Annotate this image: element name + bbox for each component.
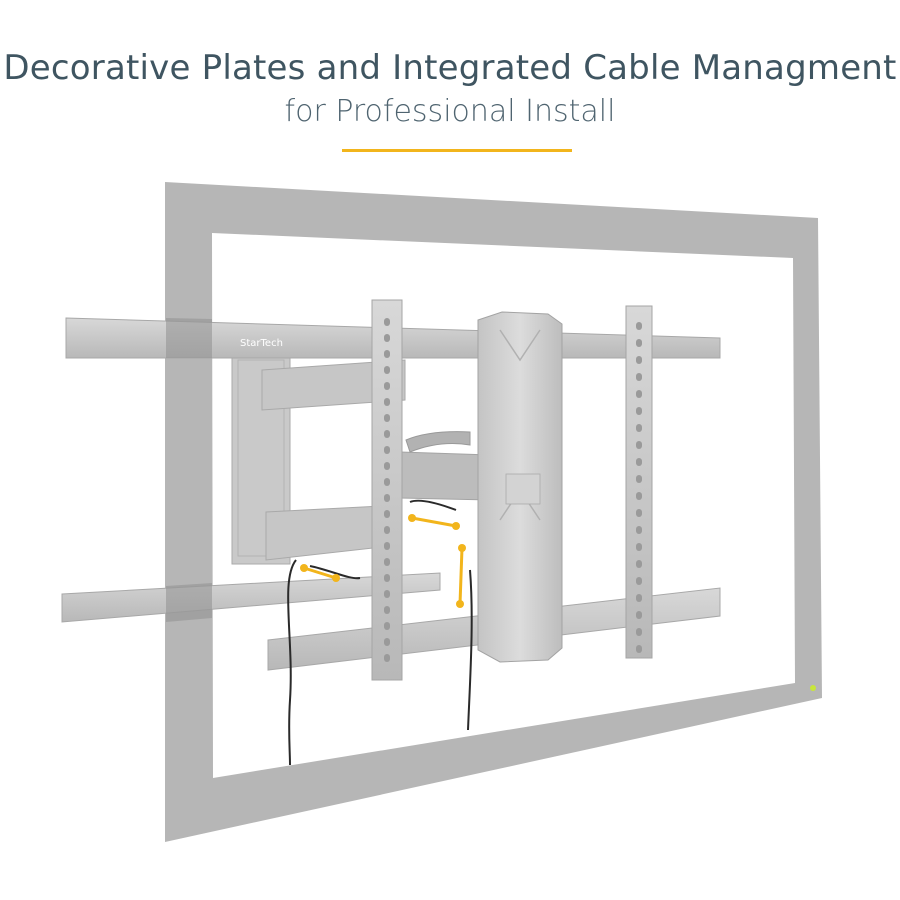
decorative-plate <box>477 311 563 663</box>
page-title: Decorative Plates and Integrated Cable M… <box>3 48 897 88</box>
left-vesa-bracket <box>371 299 403 681</box>
cables <box>287 499 473 766</box>
page-subtitle: for Professional Install <box>284 94 616 129</box>
articulating-arms <box>261 359 491 561</box>
brand-label: StarTech <box>240 338 283 349</box>
bracket-holes <box>384 318 642 662</box>
tv-mount-illustration: StarTech <box>61 182 822 842</box>
cable-route-marker-dots <box>300 514 466 608</box>
tv-bezel <box>165 182 822 842</box>
cable-route-markers <box>303 516 464 605</box>
power-led-icon <box>810 685 816 691</box>
accent-divider <box>342 149 572 152</box>
